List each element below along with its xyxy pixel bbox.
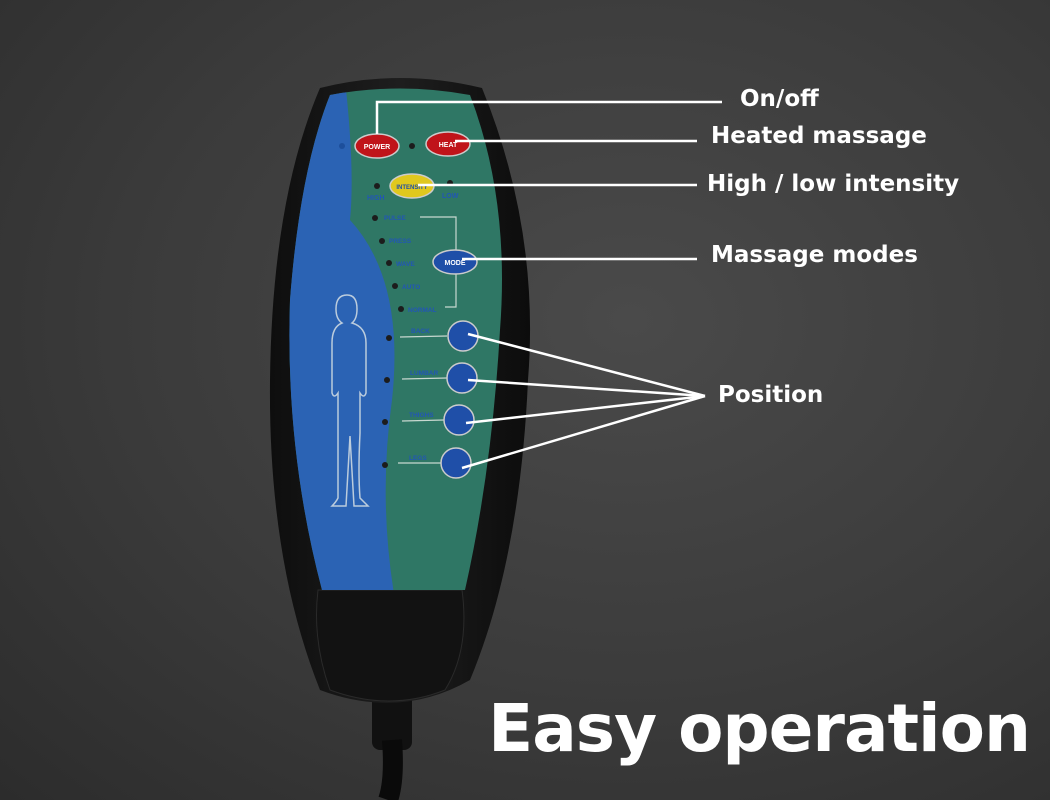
mode-normal: NORMAL [408, 307, 437, 314]
intensity-label: INTENSITY [396, 185, 427, 191]
body-silhouette-icon [330, 294, 370, 507]
position-back-label: BACK [411, 328, 430, 335]
mode-press: PRESS [389, 238, 412, 245]
callout-lines [375, 100, 722, 470]
mode-auto: AUTO [402, 284, 420, 291]
power-label: POWER [364, 144, 390, 151]
mode-label: MODE [445, 260, 466, 267]
position-button-lumbar[interactable] [446, 362, 478, 394]
mode-pulse: PULSE [384, 215, 406, 222]
position-lumbar-label: LUMBAR [410, 370, 438, 377]
heat-button[interactable] [425, 131, 471, 157]
remote-bottom-cap [316, 589, 465, 702]
callout-massage-modes: Massage modes [711, 242, 918, 268]
callout-heated-massage: Heated massage [711, 123, 927, 149]
position-leader-lines [398, 335, 448, 464]
headline: Easy operation [488, 690, 1031, 767]
low-label: LOW [442, 193, 459, 200]
cable [372, 690, 412, 800]
mode-wave: WAVE [396, 261, 415, 268]
indicator-leds [339, 143, 453, 468]
position-thighs-label: THIGHS [409, 412, 434, 419]
callout-on-off: On/off [740, 86, 819, 112]
callout-intensity: High / low intensity [707, 171, 960, 197]
position-button-thighs[interactable] [443, 404, 475, 436]
high-label: HIGH [367, 195, 385, 202]
callout-position: Position [718, 382, 824, 408]
heat-label: HEAT [439, 142, 458, 149]
mode-list: PULSE PRESS WAVE AUTO NORMAL BACK LUMBAR… [384, 215, 438, 462]
position-legs-label: LEGS [409, 455, 427, 462]
mode-button[interactable] [432, 249, 478, 275]
position-button-legs[interactable] [440, 447, 472, 479]
